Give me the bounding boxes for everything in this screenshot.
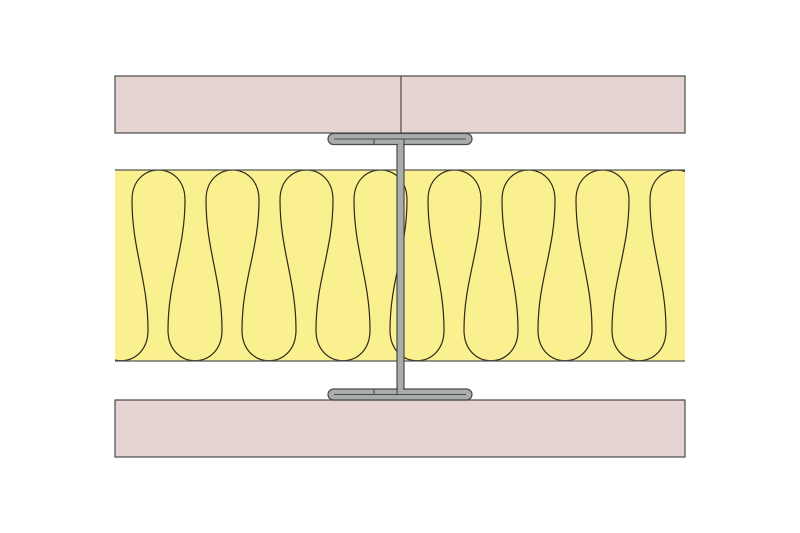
steel-stud [327, 132, 473, 401]
bottom-board-panel [114, 399, 686, 458]
insulation-wool-pattern [115, 170, 685, 361]
top-board [114, 75, 686, 134]
stud-top-fold-line [334, 138, 466, 144]
stud-bottom-fold-line [334, 389, 466, 396]
top-board-panel [114, 75, 686, 134]
stud-web-fill [398, 140, 403, 392]
